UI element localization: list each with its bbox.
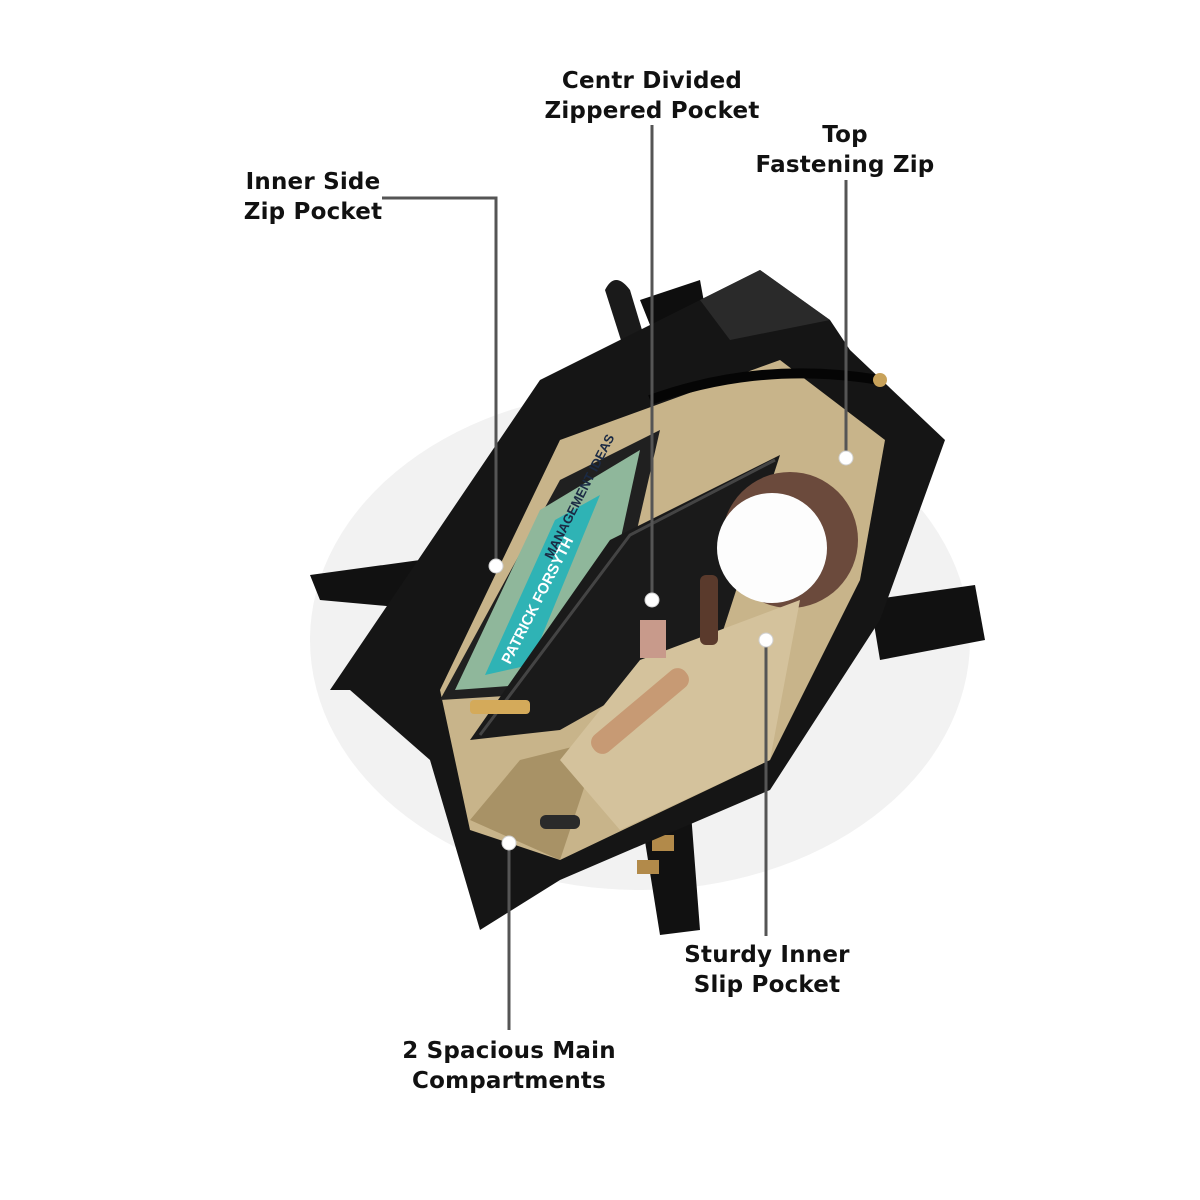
callout-slip-pocket: Sturdy Inner Slip Pocket	[682, 940, 852, 1000]
zip-pull-icon	[873, 373, 887, 387]
book-spine	[485, 495, 600, 675]
callout-side-pocket-line2: Zip Pocket	[243, 199, 383, 225]
centre-zip-track	[478, 458, 776, 736]
dot-main-compartments	[501, 835, 517, 851]
zip-puller-icon	[470, 700, 530, 714]
lip-color-icon	[640, 620, 666, 658]
callout-slip-pocket-line2: Slip Pocket	[693, 972, 841, 998]
callout-centre-pocket: Centr Divided Zippered Pocket	[530, 66, 774, 126]
callout-centre-pocket-line1: Centr Divided	[561, 68, 743, 94]
makeup-stick-icon	[700, 575, 718, 645]
callout-main-compartments-line1: 2 Spacious Main	[402, 1038, 616, 1064]
callout-top-zip-line1: Top	[822, 122, 868, 148]
callout-main-compartments-line2: Compartments	[412, 1068, 606, 1094]
callout-leaders	[382, 125, 848, 1030]
eyeliner-icon	[540, 815, 580, 829]
callout-top-zip-line2: Fastening Zip	[755, 152, 935, 178]
centre-zip-pocket	[470, 455, 780, 740]
mirror-glass	[717, 493, 827, 603]
lipstick-icon	[591, 668, 689, 754]
bag-flap-highlight	[700, 270, 830, 340]
dot-centre-pocket	[644, 592, 660, 608]
dot-slip-pocket	[758, 632, 774, 648]
buckle-icon-2	[637, 860, 659, 874]
callout-top-zip: Top Fastening Zip	[750, 120, 940, 180]
slip-pocket	[560, 600, 800, 830]
callout-centre-pocket-line2: Zippered Pocket	[544, 98, 760, 124]
callout-side-pocket-line1: Inner Side	[245, 169, 381, 195]
callout-main-compartments: 2 Spacious Main Compartments	[390, 1036, 628, 1096]
dot-side-pocket	[488, 558, 504, 574]
top-zip-track	[648, 368, 881, 405]
lining-fold	[470, 740, 600, 860]
callout-dots	[488, 450, 854, 851]
leader-side-pocket	[382, 196, 498, 566]
dot-top-zip	[838, 450, 854, 466]
callout-side-pocket: Inner Side Zip Pocket	[236, 167, 390, 227]
right-handle-strap	[870, 585, 985, 660]
buckle-icon	[652, 835, 674, 851]
callout-slip-pocket-line1: Sturdy Inner	[684, 942, 850, 968]
